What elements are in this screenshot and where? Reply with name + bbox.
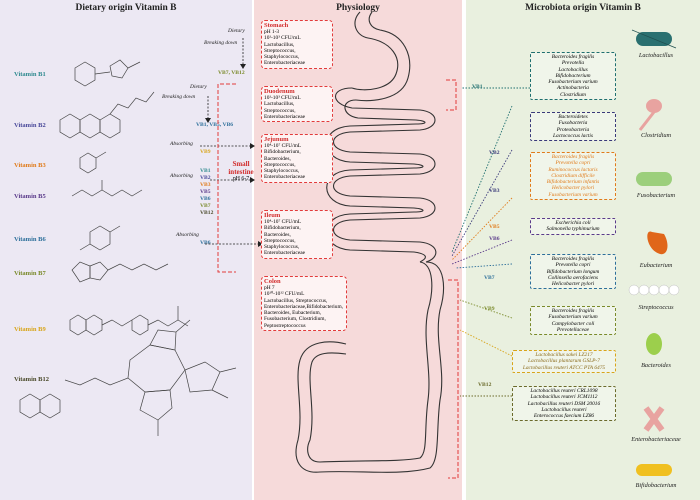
vb1-vb5-vb6-label: VB1, VB5, VB6 (196, 122, 234, 128)
organ-duodenum: Duodenum 10¹-10³ CFU/mL Lactobacillus, S… (261, 86, 333, 123)
microbiota-header: Microbiota origin Vitamin B (525, 3, 641, 13)
organ-stomach: Stomach pH 1-3 10¹-10³ CFU/mL Lactobacil… (261, 20, 333, 69)
physiology-header: Physiology (336, 3, 380, 13)
vb6-label: VB6 (200, 240, 211, 246)
flow-label-dietary: Dietary (228, 28, 245, 34)
vb12-microbe-group: Lactobacillus reuteri CRL1098 Lactobacil… (512, 386, 616, 422)
vitamin-label: Vitamin B2 (14, 122, 46, 129)
bacteria-name: Streptococcus (638, 304, 674, 311)
bifidobacterium-icon (636, 464, 672, 476)
enterobacteriaceae-icon (643, 406, 665, 432)
organ-colon: Colon pH 7 10¹⁰-10¹² CFU/mL Lactobacillu… (261, 276, 347, 332)
vb9-label: VB9 (200, 149, 211, 155)
vb9-microbe-group: Lactobacillus sakei LZ217 Lactobacillus … (512, 350, 616, 373)
absorbing-label-2: Absorbing (170, 173, 193, 179)
bacteroides-icon (646, 333, 662, 355)
dietary-panel: Dietary origin Vitamin B (0, 0, 252, 500)
absorbing-label-3: Absorbing (176, 232, 199, 238)
bacteria-name: Bifidobacterium (635, 482, 677, 489)
dietary-header: Dietary origin Vitamin B (75, 3, 177, 13)
flow-label-breaking-down-2: Breaking down (162, 94, 196, 100)
vitamin-label: Vitamin B1 (14, 71, 46, 78)
eubacterium-icon (647, 231, 668, 255)
vb-marker: VB7 (484, 275, 495, 281)
absorbing-label-1: Absorbing (170, 141, 193, 147)
vb-marker: VB9 (484, 306, 495, 312)
bacteria-name: Lactobacillus (638, 52, 674, 59)
vb-marker: VB6 (489, 236, 500, 242)
fusobacterium-icon (636, 172, 672, 186)
gut-outline (295, 11, 445, 473)
vitamin-label: Vitamin B6 (14, 236, 46, 243)
vb-marker: VB1 (472, 84, 483, 90)
vitamin-label: Vitamin B9 (14, 326, 46, 333)
vb-marker: VB2 (489, 150, 500, 156)
streptococcus-icon (628, 284, 680, 296)
vb-marker: VB12 (478, 382, 492, 388)
vitamin-label: Vitamin B12 (14, 376, 49, 383)
vb6-microbe-group: Bacteroides fragilis Prevotella copri Bi… (530, 254, 616, 290)
bacteria-name: Enterobacteriaceae (631, 436, 681, 443)
bacteria-name: Eubacterium (639, 262, 673, 269)
vb-marker: VB3 (489, 188, 500, 194)
bacteria-name: Clostridium (640, 132, 672, 139)
bacteria-name: Bacteroides (641, 362, 671, 369)
vb7-microbe-group: Bacteroides fragilis Fusobacterium variu… (530, 306, 616, 336)
flow-label-dietary-2: Dietary (190, 84, 207, 90)
vb7-vb12-label: VB7, VB12 (218, 70, 245, 76)
small-intestine-label: Small intestine pH 6-7 (228, 160, 254, 182)
vitamin-label: Vitamin B5 (14, 193, 46, 200)
bacteria-icons (628, 29, 680, 476)
organ-jejunum: Jejunum 10⁴-10⁷ CFU/mL Bifidobacterium, … (261, 134, 333, 183)
vb2-microbe-group: Bacteroidetes Fusobacteria Proteobacteri… (530, 112, 616, 142)
bacteria-name: Fusobacterium (636, 192, 676, 199)
vb1-microbe-group: Bacteroides fragilis Prevotella Lactobac… (530, 52, 616, 101)
organ-ileum: Ileum 10⁴-10⁷ CFU/mL Bifidobacterium, Ba… (261, 210, 333, 259)
flow-label-breaking-down: Breaking down (204, 40, 238, 46)
vitamin-label: Vitamin B3 (14, 162, 46, 169)
vitamin-label: Vitamin B7 (14, 270, 46, 277)
clostridium-icon (646, 99, 662, 113)
vb-list: VB1 VB2 VB3 VB5 VB6 VB7 VB12 (200, 168, 214, 216)
vb-marker: VB5 (489, 224, 500, 230)
vb3-microbe-group: Bacteroides fragilis Prevotella copri Ru… (530, 152, 616, 201)
molecule-structures (19, 59, 237, 436)
vb5-microbe-group: Escherichia coli Salmonella typhimurium (530, 218, 616, 235)
